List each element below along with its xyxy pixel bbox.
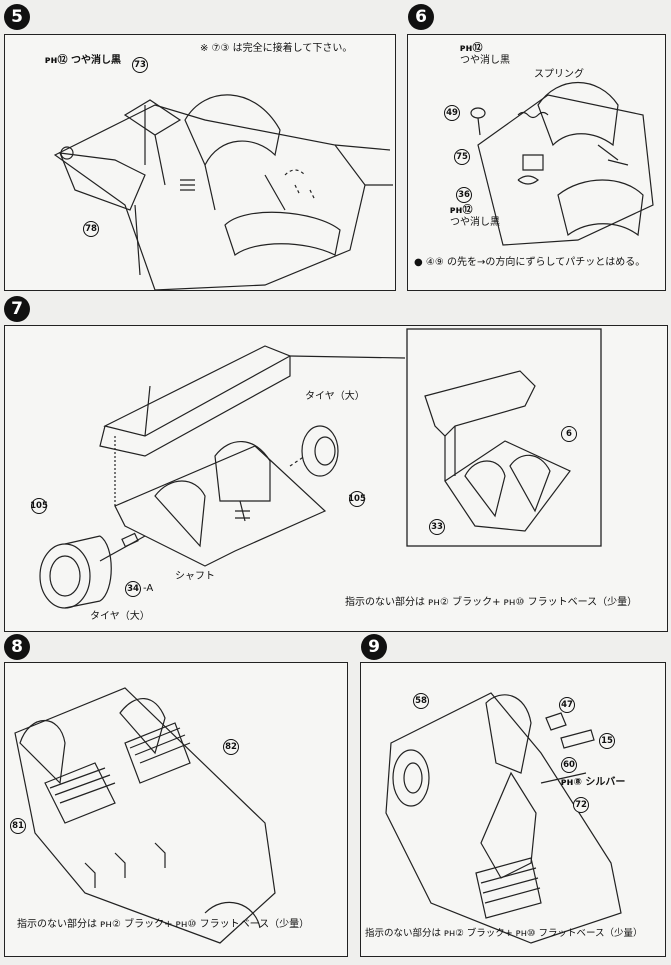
step-7-panel: タイヤ（大） 105 105 34 -A シャフト タイヤ（大） 6 33 指示… [4, 325, 668, 632]
step-6-drawing [470, 82, 654, 246]
step-9-panel: 58 47 15 60 ᴘʜ⑧ シルバー 72 指示のない部分は ᴘʜ② ブラッ… [360, 662, 666, 957]
step-7-drawing [39, 328, 602, 609]
part-34: 34 [125, 581, 141, 597]
part-47: 47 [559, 697, 575, 713]
step-7-shaft-label: シャフト [175, 571, 215, 582]
part-78: 78 [83, 221, 99, 237]
part-81: 81 [10, 818, 26, 834]
step-7-shaft-suffix: -A [143, 583, 154, 594]
step-9-silver-label: ᴘʜ⑧ シルバー [561, 777, 626, 788]
part-6: 6 [561, 426, 577, 442]
step-9-number: 9 [361, 634, 387, 660]
step-6-panel: ᴘʜ⑫ つや消し黒 スプリング 49 75 36 ᴘʜ⑫ つや消し黒 ● ④⑨ … [407, 34, 666, 291]
part-15: 15 [599, 733, 615, 749]
part-49: 49 [444, 105, 460, 121]
step-5-note: ※ ⑦③ は完全に接着して下さい。 [200, 43, 353, 54]
step-7-tire-bottom: タイヤ（大） [90, 611, 150, 622]
step-7-number: 7 [4, 296, 30, 322]
part-73: 73 [132, 57, 148, 73]
step-7-tire-top: タイヤ（大） [305, 391, 365, 402]
step-5-panel: ※ ⑦③ は完全に接着して下さい。 ᴘʜ⑫ つや消し黒 73 78 [4, 34, 396, 291]
step-5-drawing [53, 94, 393, 290]
step-8-note: 指示のない部分は ᴘʜ② ブラック+ ᴘʜ⑩ フラットベース（少量） [17, 919, 310, 930]
part-60: 60 [561, 757, 577, 773]
step-7-note: 指示のない部分は ᴘʜ② ブラック+ ᴘʜ⑩ フラットベース（少量） [345, 597, 638, 608]
part-72: 72 [573, 797, 589, 813]
step-9-note: 指示のない部分は ᴘʜ② ブラック+ ᴘʜ⑩ フラットベース（少量） [365, 928, 643, 939]
step-8-panel: 82 81 指示のない部分は ᴘʜ② ブラック+ ᴘʜ⑩ フラットベース（少量） [4, 662, 348, 957]
part-105-left: 105 [30, 498, 48, 514]
step-6-footnote: ● ④⑨ の先を→の方向にずらしてパチッとはめる。 [414, 257, 646, 268]
part-33: 33 [429, 519, 445, 535]
step-6-paint-bottom: ᴘʜ⑫ [450, 205, 473, 216]
step-6-paint-bottom-text: つや消し黒 [450, 217, 500, 228]
step-6-paint-top: ᴘʜ⑫ [460, 43, 483, 54]
step-5-paint-label: ᴘʜ⑫ つや消し黒 [45, 55, 121, 66]
part-105-right: 105 [348, 491, 366, 507]
step-8-drawing [14, 687, 276, 944]
step-5-number: 5 [4, 4, 30, 30]
part-36: 36 [456, 187, 472, 203]
step-6-number: 6 [408, 4, 434, 30]
part-82: 82 [223, 739, 239, 755]
step-9-drawing [385, 692, 622, 944]
step-6-paint-top-text: つや消し黒 [460, 55, 510, 66]
part-75: 75 [454, 149, 470, 165]
part-58: 58 [413, 693, 429, 709]
step-6-spring-label: スプリング [534, 69, 584, 80]
step-8-number: 8 [4, 634, 30, 660]
